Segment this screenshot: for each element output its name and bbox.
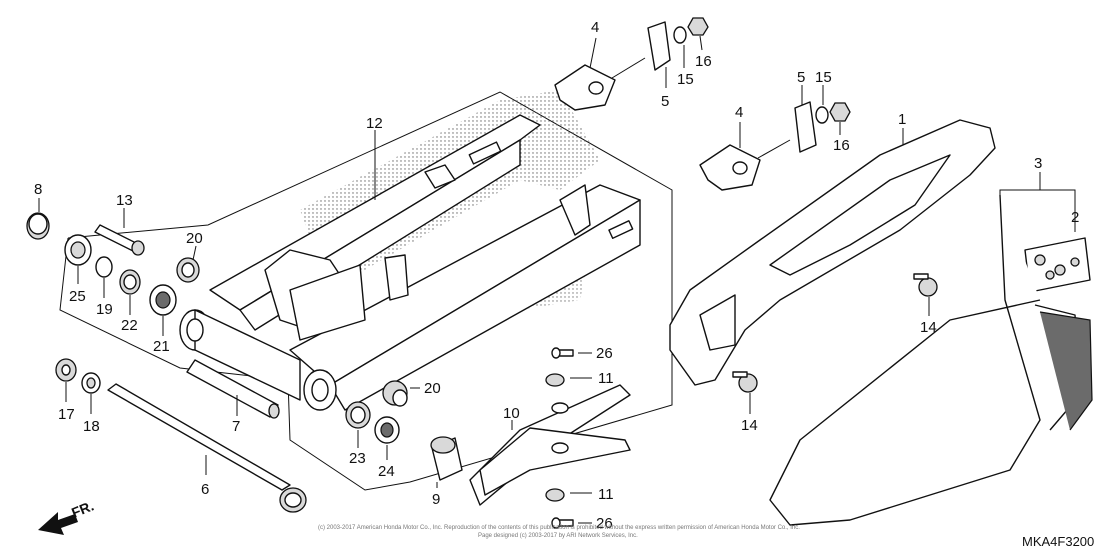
callout-12: 12: [366, 115, 383, 132]
callout-15-lower: 15: [815, 69, 832, 86]
callout-26-lower: 26: [596, 515, 613, 532]
bearing-21[interactable]: [149, 284, 177, 316]
collar-20-upper[interactable]: [176, 257, 200, 283]
washer-15-upper[interactable]: [673, 26, 687, 44]
collar-7[interactable]: [186, 359, 280, 419]
chain-bracket: [999, 189, 1076, 232]
nut-11-lower[interactable]: [545, 488, 565, 502]
front-arrow-icon: [38, 512, 78, 535]
chain-adjuster-4-upper[interactable]: [554, 57, 646, 111]
chain-adjuster-4-lower[interactable]: [699, 139, 791, 191]
needle-bearing-23[interactable]: [345, 401, 371, 429]
callout-20-upper: 20: [186, 230, 203, 247]
circlip-19[interactable]: [95, 256, 113, 278]
leader-lines: [38, 35, 1041, 524]
callout-14-upper: 14: [920, 319, 937, 336]
callout-17: 17: [58, 406, 75, 423]
callout-7: 7: [232, 418, 240, 435]
nut-16-upper[interactable]: [687, 17, 709, 36]
chain-slider-10[interactable]: [469, 384, 631, 506]
washer-18[interactable]: [81, 372, 101, 394]
callout-15-upper: 15: [677, 71, 694, 88]
nut-17[interactable]: [55, 358, 77, 382]
pivot-bolt-6[interactable]: [107, 383, 307, 513]
copyright-line-2: Page designed (c) 2003-2017 by ARI Netwo…: [478, 533, 638, 539]
bearing-24[interactable]: [374, 416, 400, 444]
lower-pivot-parts: [345, 380, 463, 481]
swingarm[interactable]: [179, 114, 641, 411]
callout-6: 6: [201, 481, 209, 498]
callout-5-lower: 5: [797, 69, 805, 86]
screw-26-lower[interactable]: [551, 517, 574, 529]
callout-20-lower: 20: [424, 380, 441, 397]
collar-9[interactable]: [430, 436, 463, 481]
drive-chain-3[interactable]: [769, 194, 1093, 526]
callout-10: 10: [503, 405, 520, 422]
bolt-14-lower[interactable]: [732, 371, 758, 393]
nut-11-upper[interactable]: [545, 373, 565, 387]
nut-16-lower[interactable]: [829, 102, 851, 122]
chain-case-1[interactable]: [669, 119, 996, 386]
copyright-line-1: (c) 2003-2017 American Honda Motor Co., …: [318, 525, 800, 531]
callout-11-lower: 11: [598, 486, 614, 503]
callout-2: 2: [1071, 209, 1079, 226]
bolt-14-upper[interactable]: [913, 273, 938, 297]
washer-15-lower[interactable]: [815, 106, 829, 124]
callout-14-lower: 14: [741, 417, 758, 434]
callout-22: 22: [121, 317, 138, 334]
callout-26-upper: 26: [596, 345, 613, 362]
callout-19: 19: [96, 301, 113, 318]
callout-4-lower: 4: [735, 104, 743, 121]
callout-18: 18: [83, 418, 100, 435]
callout-3: 3: [1034, 155, 1042, 172]
callout-16-lower: 16: [833, 137, 850, 154]
callout-23: 23: [349, 450, 366, 467]
callout-25: 25: [69, 288, 86, 305]
callout-11-upper: 11: [598, 370, 614, 387]
callout-9: 9: [432, 491, 440, 508]
callout-16-upper: 16: [695, 53, 712, 70]
callout-1: 1: [898, 111, 906, 128]
callout-4-upper: 4: [591, 19, 599, 36]
screw-26-upper[interactable]: [551, 347, 574, 359]
callout-13: 13: [116, 192, 133, 209]
adjuster-plate-5-lower[interactable]: [794, 101, 817, 153]
collar-20-lower[interactable]: [382, 380, 408, 407]
left-pivot-parts: [26, 212, 307, 513]
oil-seal-25[interactable]: [64, 234, 92, 266]
callout-labels: 1 2 3 4 4 5 5 6 7 8 9 10 11 11 12 13 14 …: [34, 19, 1079, 532]
callout-8: 8: [34, 181, 42, 198]
callout-5-upper: 5: [661, 93, 669, 110]
callout-24: 24: [378, 463, 395, 480]
needle-bearing-22[interactable]: [119, 269, 141, 295]
callout-21: 21: [153, 338, 170, 355]
front-direction-marker: FR.: [38, 497, 96, 535]
chain-joint-2[interactable]: [1024, 237, 1091, 293]
diagram-code: MKA4F3200: [1022, 534, 1094, 549]
bushing-13[interactable]: [94, 224, 145, 256]
front-label: FR.: [69, 497, 96, 520]
swingarm-assembly-outline: [59, 91, 673, 491]
collar-8[interactable]: [26, 212, 50, 240]
adjuster-plate-5-upper[interactable]: [647, 21, 671, 71]
